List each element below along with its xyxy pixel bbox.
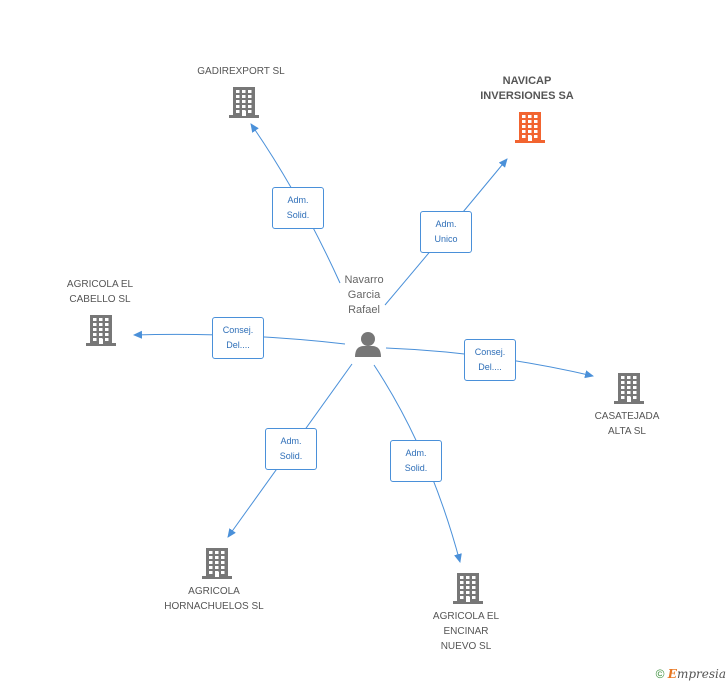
relation-label-agricola-cabello[interactable]: Consej. Del....: [212, 317, 264, 359]
building-icon-agricola-cabello[interactable]: [86, 315, 116, 346]
person-icon[interactable]: [355, 332, 381, 357]
company-name-casatejada[interactable]: CASATEJADA ALTA SL: [594, 411, 660, 437]
company-name-navicap[interactable]: NAVICAP INVERSIONES SA: [480, 75, 574, 102]
company-name-agricola-cabello[interactable]: AGRICOLA EL CABELLO SL: [66, 279, 134, 305]
brand-logo: Empresia: [667, 667, 726, 681]
company-name-agricola-encinar[interactable]: AGRICOLA EL ENCINAR NUEVO SL: [432, 611, 500, 652]
center-person-name[interactable]: Navarro Garcia Rafael: [344, 274, 384, 316]
building-icon-agricola-encinar[interactable]: [453, 573, 483, 604]
building-icon-navicap[interactable]: [515, 112, 545, 143]
building-icon-agricola-hornachuelos[interactable]: [202, 548, 232, 579]
relation-label-casatejada[interactable]: Consej. Del....: [464, 339, 516, 381]
relation-label-navicap[interactable]: Adm. Unico: [420, 211, 472, 253]
relation-label-agricola-hornachuelos[interactable]: Adm. Solid.: [265, 428, 317, 470]
company-name-agricola-hornachuelos[interactable]: AGRICOLA HORNACHUELOS SL: [164, 586, 264, 612]
footer-brand: © Empresia: [656, 667, 726, 681]
relation-label-agricola-encinar[interactable]: Adm. Solid.: [390, 440, 442, 482]
relation-label-gadirexport[interactable]: Adm. Solid.: [272, 187, 324, 229]
building-icon-casatejada[interactable]: [614, 373, 644, 404]
company-name-gadirexport[interactable]: GADIREXPORT SL: [197, 66, 285, 77]
building-icon-gadirexport[interactable]: [229, 87, 259, 118]
copyright-symbol: ©: [655, 667, 665, 681]
